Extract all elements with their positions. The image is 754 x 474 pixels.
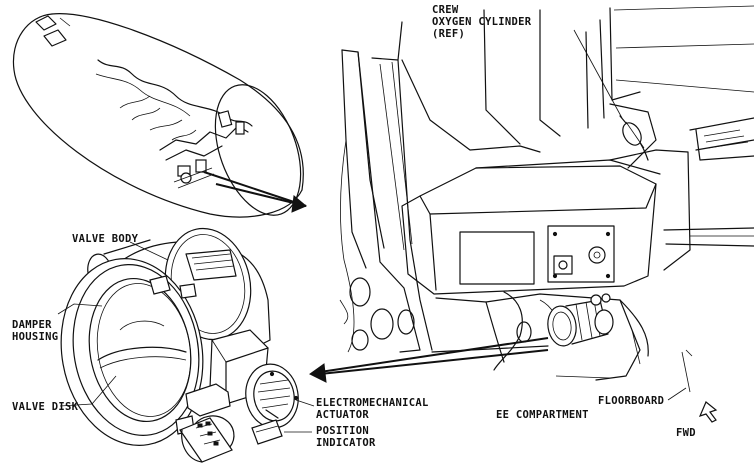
callout-labels: CREW OXYGEN CYLINDER (REF) VALVE BODY DA… (12, 4, 696, 449)
valve-disk-label: VALVE DISK (12, 401, 79, 413)
ee-compartment-label: EE COMPARTMENT (496, 409, 589, 421)
crew-oxygen-label-line2: OXYGEN CYLINDER (432, 16, 532, 28)
electromechanical-actuator-label-line2: ACTUATOR (316, 409, 369, 421)
position-indicator-label-line2: INDICATOR (316, 437, 376, 449)
valve-body-label: VALVE BODY (72, 233, 139, 245)
ee-compartment-structure (309, 5, 754, 423)
valve-detail-view (60, 227, 299, 463)
crew-oxygen-label-line3: (REF) (432, 28, 465, 40)
floorboard-label: FLOORBOARD (598, 395, 664, 407)
fwd-label: FWD (676, 427, 696, 439)
crew-oxygen-label-line1: CREW (432, 4, 459, 16)
damper-housing-label-line2: HOUSING (12, 331, 58, 343)
leader-lines (57, 29, 687, 433)
aircraft-nose-section (12, 13, 307, 218)
electromechanical-actuator-label-line1: ELECTROMECHANICAL (316, 397, 429, 409)
damper-housing-label-line1: DAMPER (12, 319, 52, 331)
position-indicator-label-line1: POSITION (316, 425, 369, 437)
